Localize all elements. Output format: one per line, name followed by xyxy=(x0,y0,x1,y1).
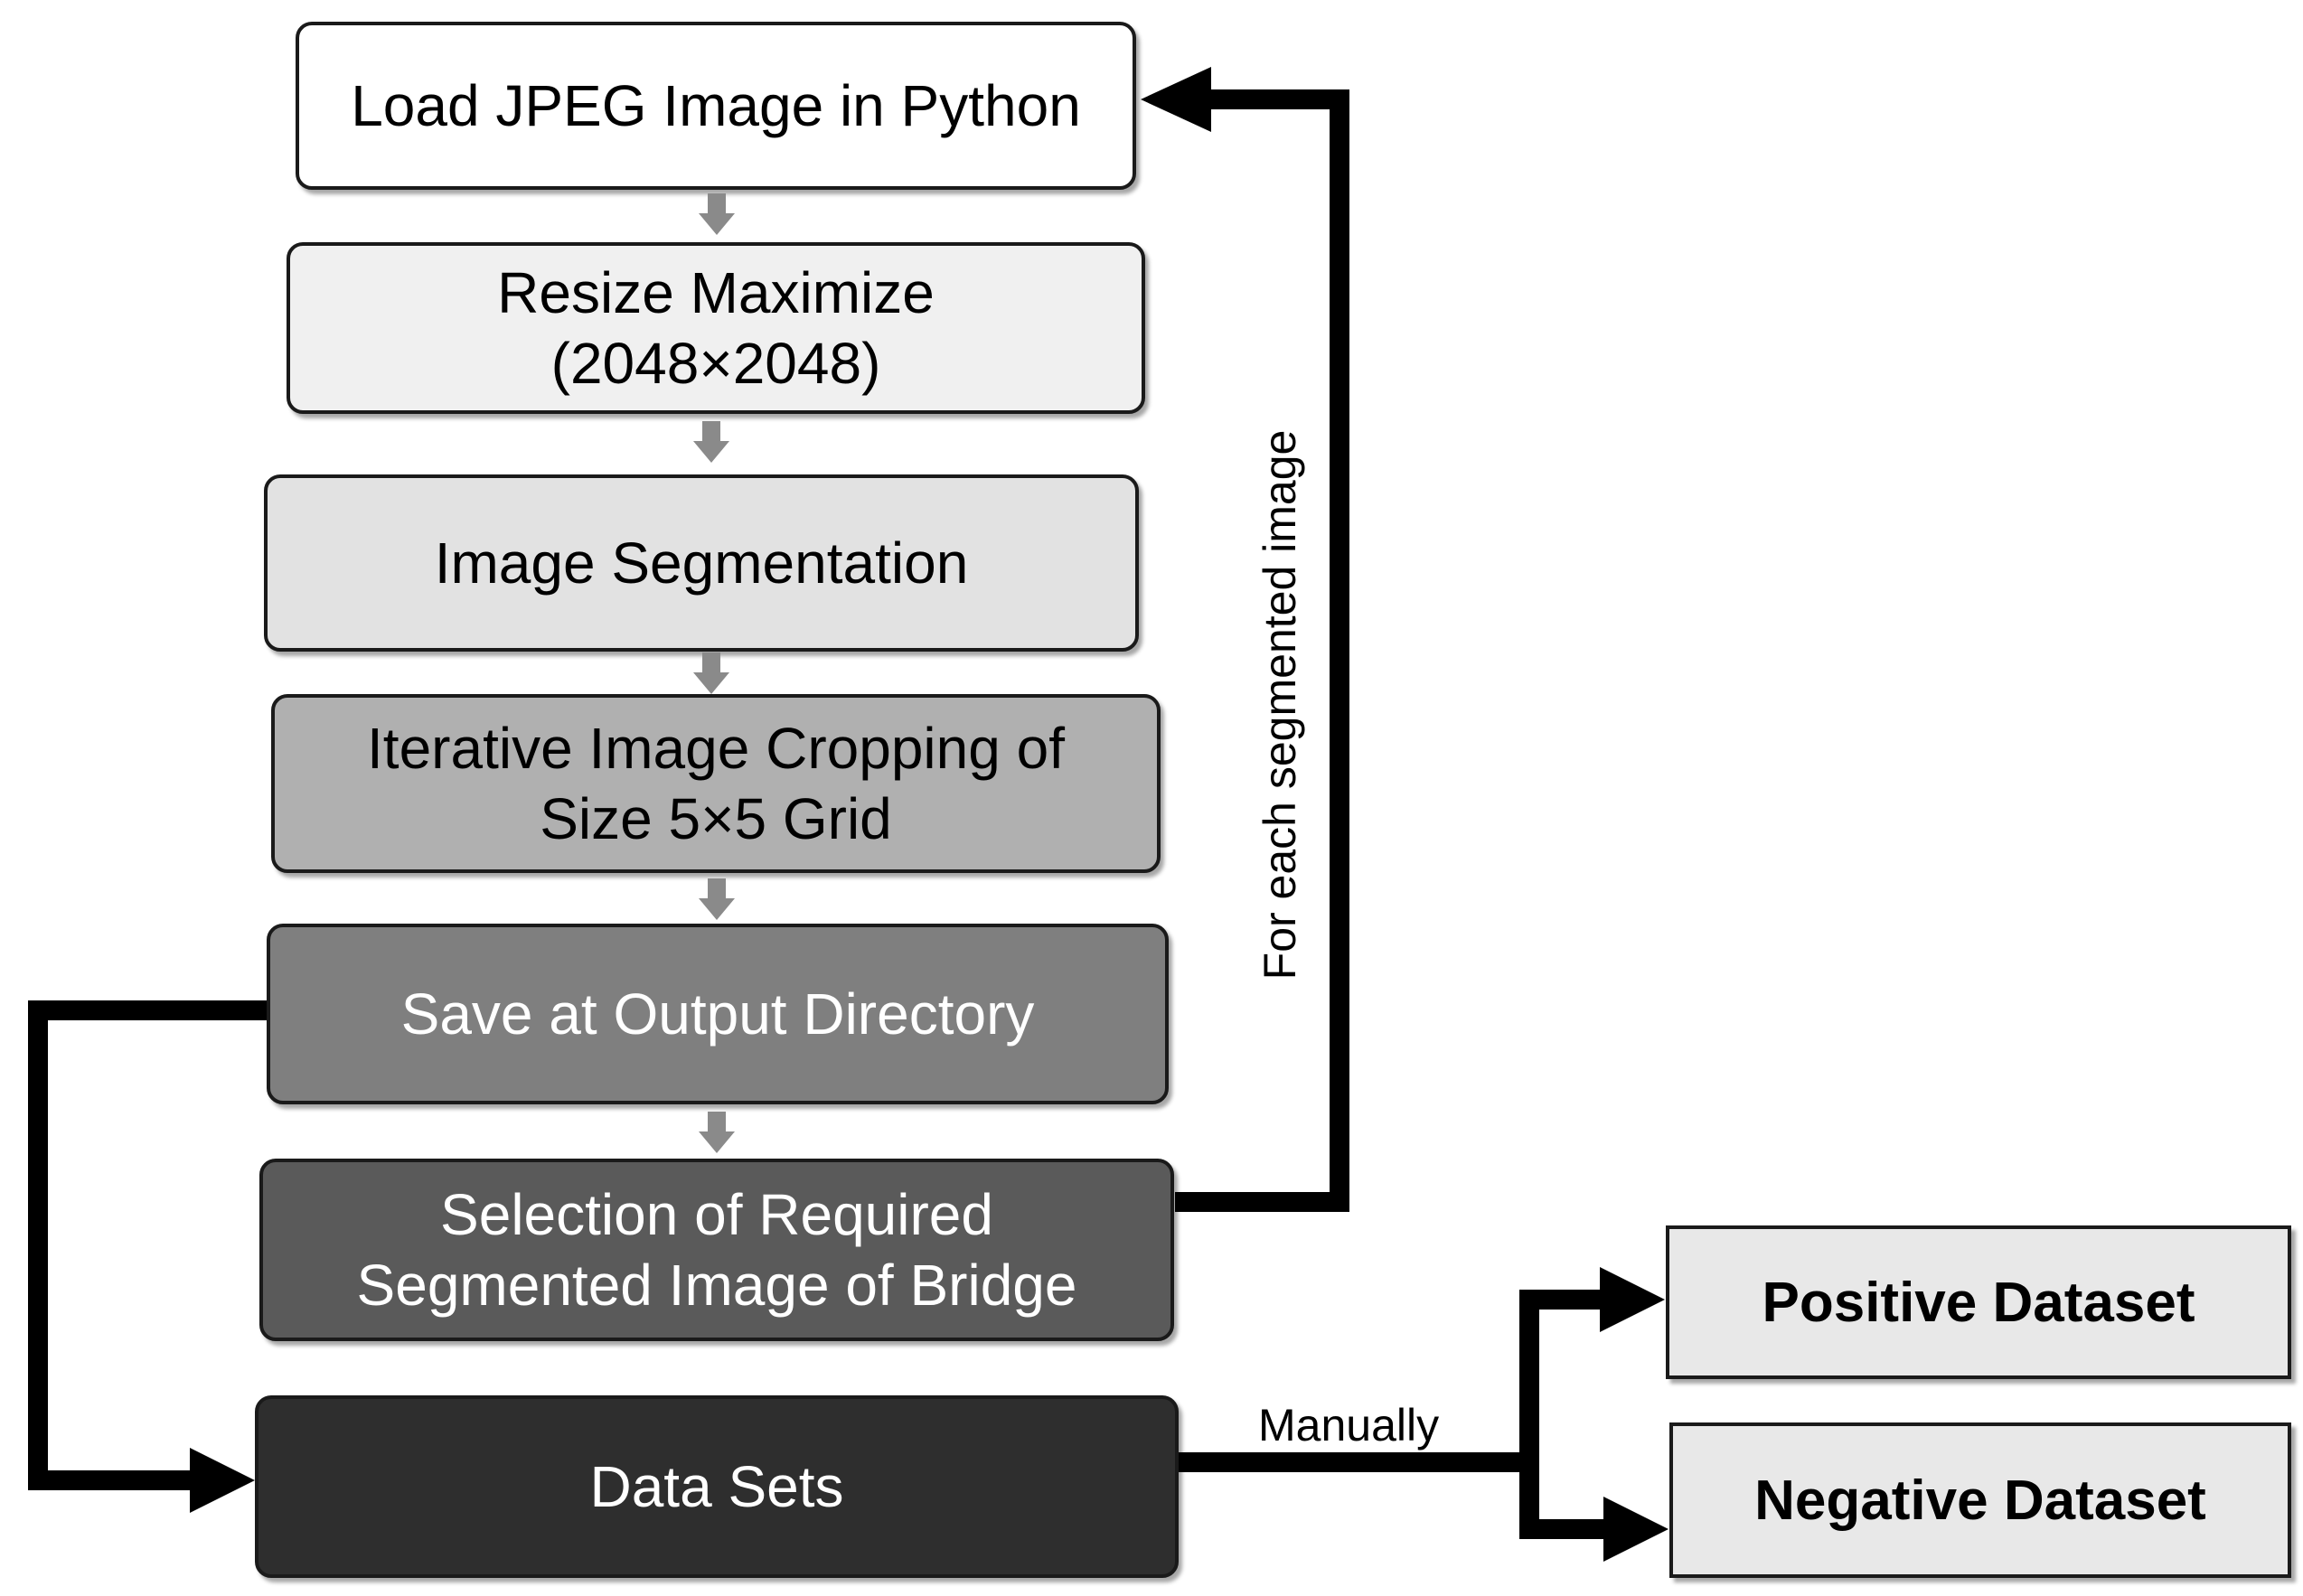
negative-branch xyxy=(1519,1462,1603,1539)
step-load-jpeg: Load JPEG Image in Python xyxy=(296,22,1136,190)
negative-dataset-label: Negative Dataset xyxy=(1754,1469,2206,1532)
step-arrow-3 xyxy=(693,652,729,694)
loop-connector xyxy=(1175,89,1349,1212)
negative-dataset-box: Negative Dataset xyxy=(1669,1422,2291,1578)
loop-arrowhead xyxy=(1141,67,1211,132)
step-arrow-5 xyxy=(699,1112,735,1153)
positive-arrowhead xyxy=(1600,1267,1665,1332)
save-to-datasets-connector xyxy=(28,1000,267,1490)
step-save-label: Save at Output Directory xyxy=(400,981,1035,1047)
step-load-jpeg-label: Load JPEG Image in Python xyxy=(351,72,1081,138)
step-arrow-1 xyxy=(699,193,735,235)
negative-arrowhead xyxy=(1603,1497,1668,1562)
step-arrow-2 xyxy=(693,421,729,463)
positive-dataset-box: Positive Dataset xyxy=(1666,1225,2291,1379)
manual-edge-text: Manually xyxy=(1258,1400,1440,1450)
loop-edge-text: For each segmented image xyxy=(1255,429,1305,981)
loop-edge-label: For each segmented image xyxy=(1254,430,1306,981)
step-resize-label: Resize Maximize(2048×2048) xyxy=(497,259,935,396)
step-save-output: Save at Output Directory xyxy=(267,924,1169,1104)
step-arrow-4 xyxy=(699,878,735,920)
step-resize-maximize: Resize Maximize(2048×2048) xyxy=(287,242,1145,414)
positive-dataset-label: Positive Dataset xyxy=(1762,1271,2195,1334)
manual-edge-label: Manually xyxy=(1258,1399,1439,1451)
positive-branch xyxy=(1519,1290,1600,1462)
step-segmentation-label: Image Segmentation xyxy=(434,530,969,596)
step-data-sets: Data Sets xyxy=(255,1395,1179,1578)
step-image-segmentation: Image Segmentation xyxy=(264,474,1139,652)
datasets-arrowhead xyxy=(190,1448,255,1513)
step-data-sets-label: Data Sets xyxy=(589,1453,844,1519)
